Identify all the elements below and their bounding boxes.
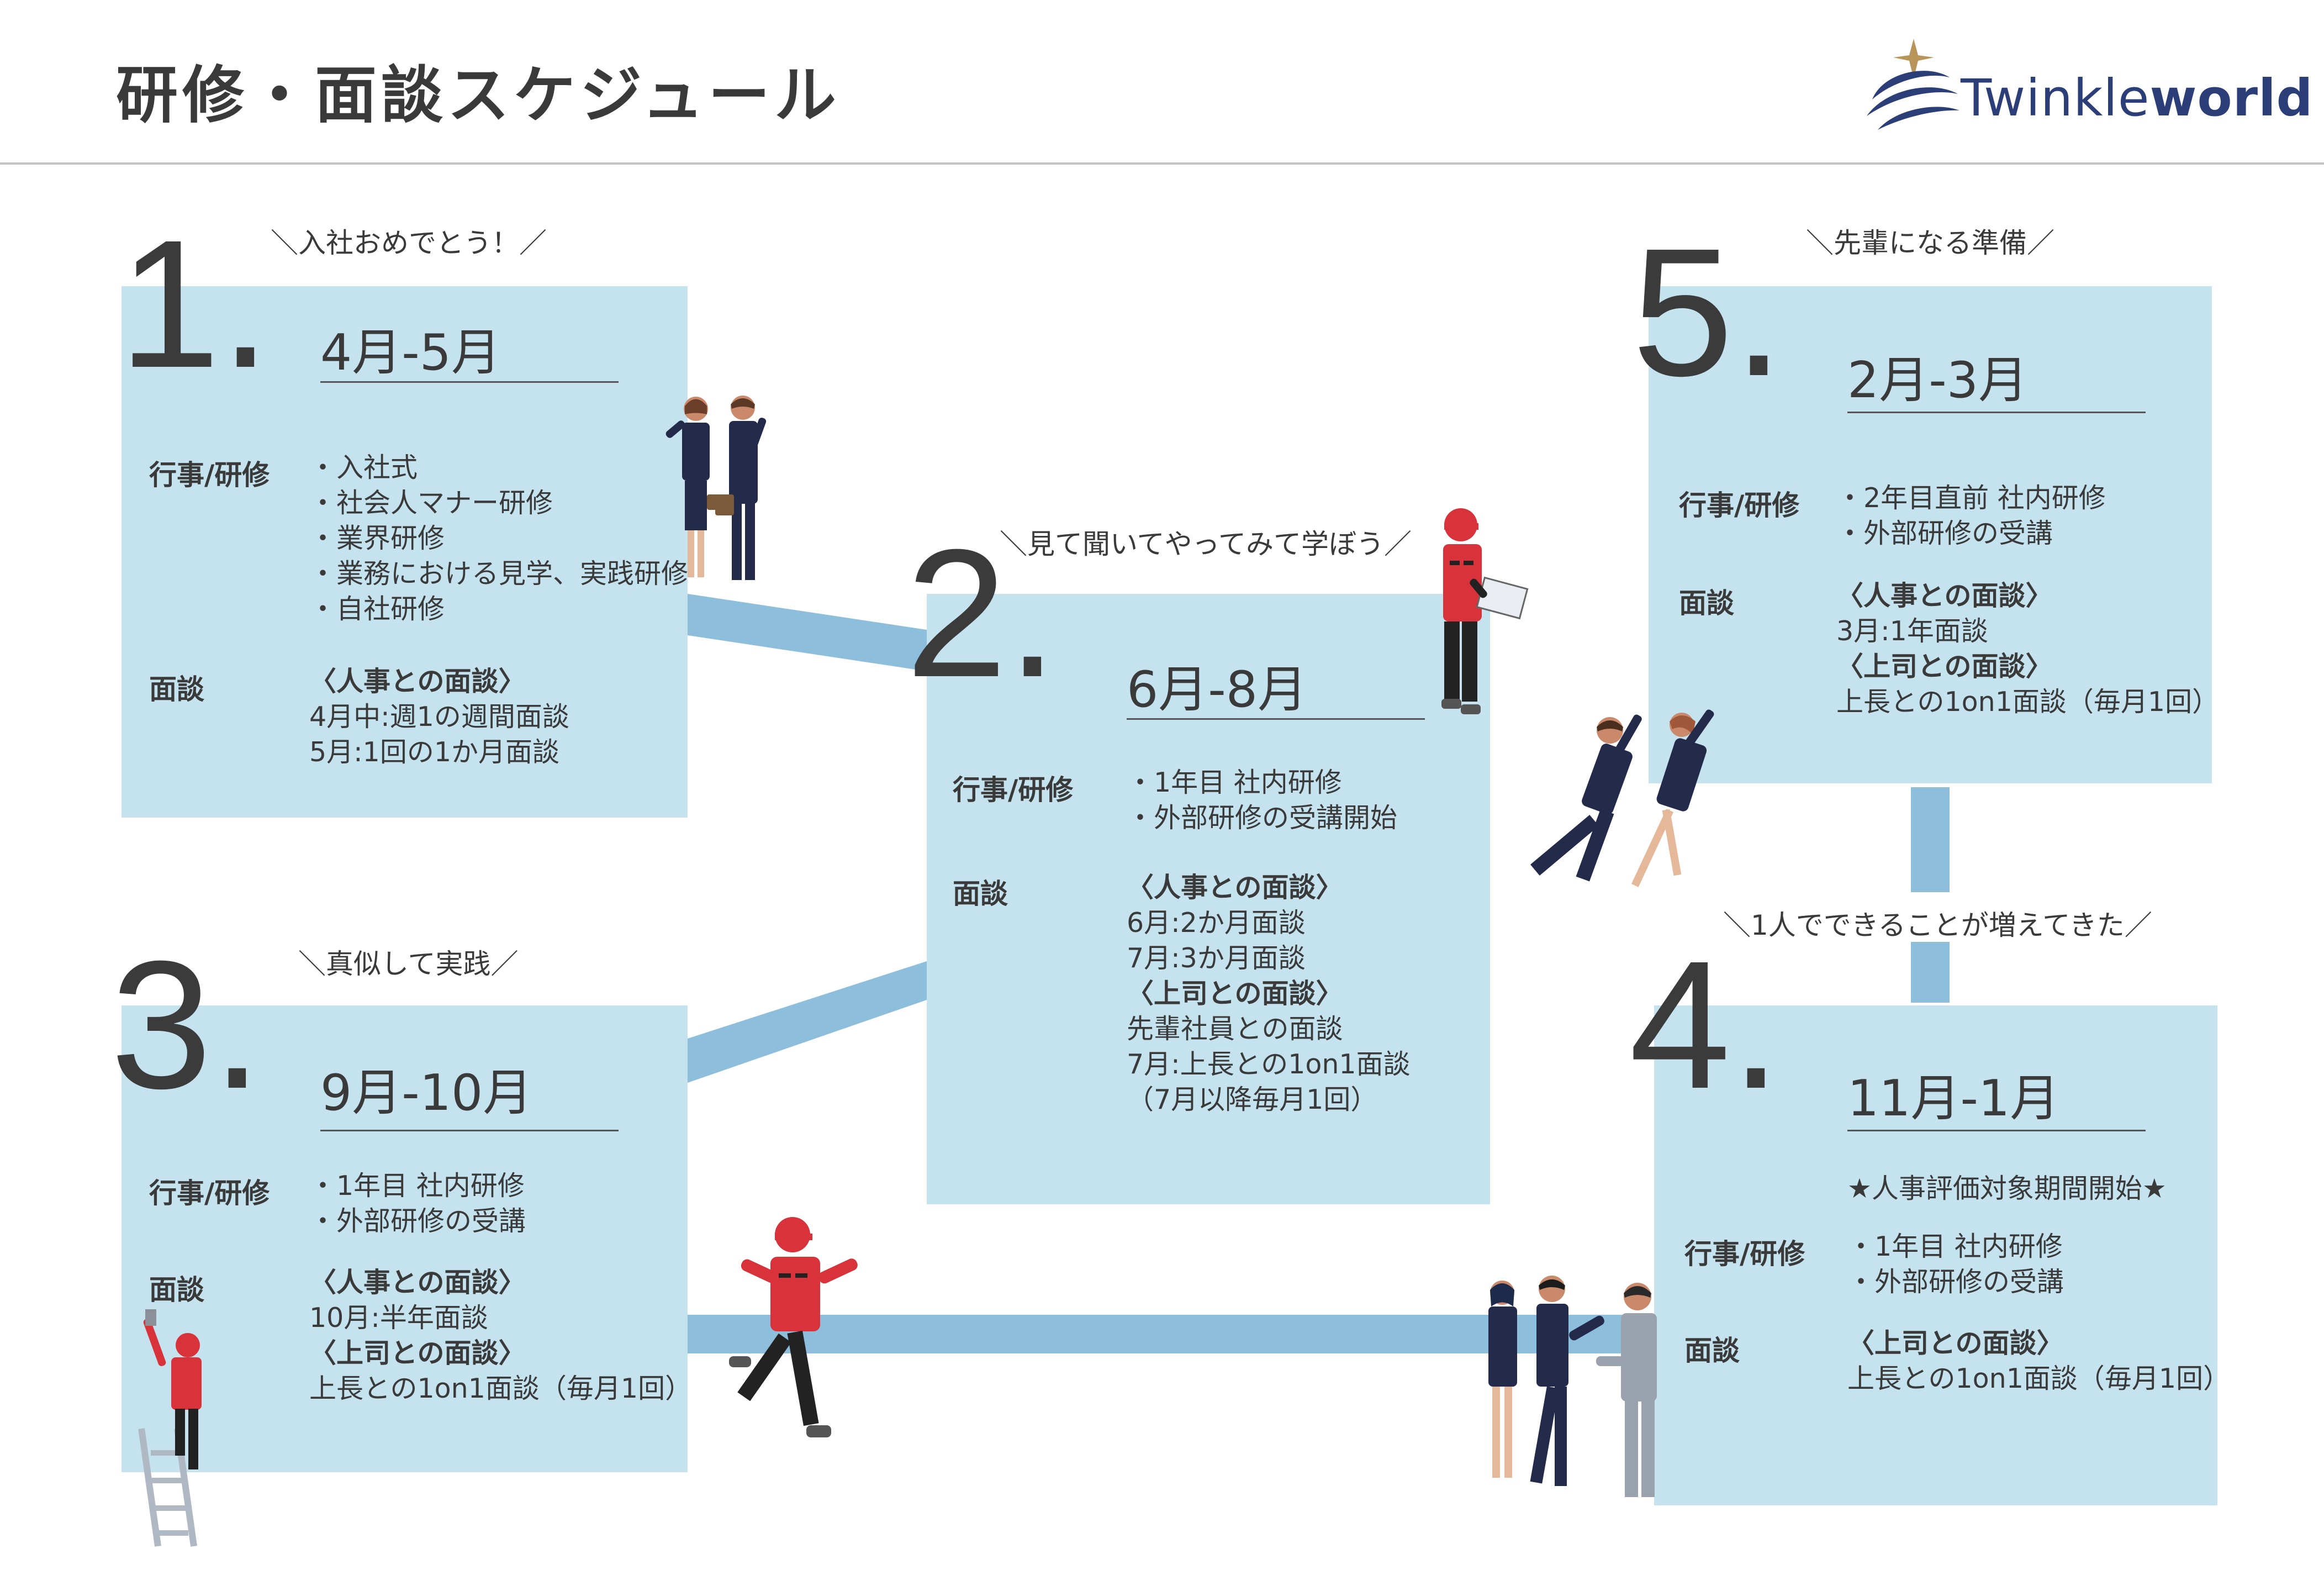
- step-1-interviews: 〈人事との面談〉 4月中:週1の週間面談 5月:1回の1か月面談: [309, 664, 569, 770]
- step-4-period: 11月-1月: [1847, 1070, 2060, 1128]
- step-1-period-underline: [320, 381, 619, 383]
- worker-running-icon: [729, 1217, 858, 1437]
- connector-4-5-upper: [1911, 787, 1950, 892]
- step-3-period-underline: [320, 1130, 619, 1131]
- interview-item: 4月中:週1の週間面談: [309, 701, 569, 733]
- step-4-number: 4.: [1629, 923, 1782, 1126]
- step-4-card: [1654, 1005, 2217, 1505]
- worker-with-clipboard-icon: [1441, 508, 1529, 714]
- step-1-interview-label: 面談: [149, 673, 204, 705]
- activity-item: ・外部研修の受講: [1847, 1266, 2064, 1298]
- activity-item: ・自社研修: [309, 593, 445, 625]
- step-2-activities: ・1年目 社内研修 ・外部研修の受講開始: [1127, 765, 1397, 836]
- step-5-period: 2月-3月: [1847, 351, 2028, 409]
- step-2-period: 6月-8月: [1127, 661, 1307, 719]
- interview-item: 5月:1回の1か月面談: [309, 736, 560, 768]
- interview-heading: 〈上司との面談〉: [1836, 651, 2053, 682]
- company-logo: [1861, 33, 2264, 138]
- activity-item: ・1年目 社内研修: [309, 1170, 525, 1202]
- step-5-period-underline: [1847, 412, 2146, 413]
- activity-item: ・業界研修: [309, 523, 445, 554]
- step-1-period: 4月-5月: [320, 324, 501, 382]
- step-3-activity-label: 行事/研修: [149, 1177, 270, 1209]
- activity-item: ・外部研修の受講: [1836, 518, 2053, 549]
- step-2-card: [927, 594, 1490, 1204]
- step-3-period: 9月-10月: [320, 1064, 533, 1122]
- activity-item: ・2年目直前 社内研修: [1836, 482, 2106, 514]
- step-2-period-underline: [1127, 718, 1425, 720]
- step-5-interview-label: 面談: [1679, 587, 1734, 619]
- step-4-activity-label: 行事/研修: [1684, 1238, 1805, 1270]
- step-5-interviews: 〈人事との面談〉 3月:1年面談 〈上司との面談〉 上長との1on1面談（毎月1…: [1836, 578, 2219, 720]
- interview-item: 先輩社員との面談: [1127, 1013, 1343, 1045]
- interview-item: 10月:半年面談: [309, 1302, 488, 1334]
- step-3-tagline: ＼真似して実践／: [298, 948, 519, 980]
- step-3-activities: ・1年目 社内研修 ・外部研修の受講: [309, 1168, 526, 1239]
- logo-wordmark: Twinkleworld: [1961, 69, 2314, 128]
- interview-item: 上長との1on1面談（毎月1回）: [1836, 686, 2220, 718]
- step-5-activity-label: 行事/研修: [1679, 489, 1800, 521]
- interview-item: 7月:3か月面談: [1127, 942, 1306, 974]
- activity-item: ・1年目 社内研修: [1847, 1231, 2063, 1262]
- page-title: 研修・面談スケジュール: [116, 60, 841, 131]
- interview-heading: 〈人事との面談〉: [309, 1267, 526, 1298]
- step-4-evaluation-notice: ★人事評価対象期間開始★: [1847, 1173, 2167, 1204]
- step-5-tagline: ＼先輩になる準備／: [1806, 227, 2054, 259]
- interview-heading: 〈上司との面談〉: [1847, 1327, 2064, 1359]
- new-employees-cheering-icon: [665, 396, 767, 580]
- logo-mark-icon: [1867, 39, 1959, 130]
- employees-jumping-icon: [1530, 709, 1714, 887]
- interview-item: 7月:上長との1on1面談: [1127, 1049, 1411, 1080]
- step-5-activities: ・2年目直前 社内研修 ・外部研修の受講: [1836, 481, 2106, 551]
- interview-item: 6月:2か月面談: [1127, 907, 1306, 939]
- interview-heading: 〈上司との面談〉: [309, 1337, 526, 1369]
- activity-item: ・1年目 社内研修: [1127, 767, 1342, 798]
- interview-item: 上長との1on1面談（毎月1回）: [1847, 1363, 2231, 1394]
- worker-on-ladder-icon: [138, 1309, 202, 1547]
- step-1-activities: ・入社式 ・社会人マナー研修 ・業界研修 ・業務における見学、実践研修 ・自社研…: [309, 450, 688, 627]
- interview-heading: 〈人事との面談〉: [1836, 580, 2053, 612]
- step-4-period-underline: [1847, 1130, 2146, 1131]
- step-3-card: [122, 1005, 688, 1472]
- step-4-activities: ・1年目 社内研修 ・外部研修の受講: [1847, 1229, 2064, 1300]
- business-handshake-icon: [1488, 1276, 1657, 1497]
- connector-4-5-lower: [1911, 942, 1950, 1003]
- step-2-activity-label: 行事/研修: [953, 774, 1074, 806]
- step-3-interview-label: 面談: [149, 1274, 204, 1306]
- step-5-number: 5.: [1632, 210, 1784, 414]
- step-5-card: [1649, 286, 2212, 783]
- activity-item: ・社会人マナー研修: [309, 487, 553, 519]
- step-2-interviews: 〈人事との面談〉 6月:2か月面談 7月:3か月面談 〈上司との面談〉 先輩社員…: [1127, 870, 1411, 1118]
- activity-item: ・入社式: [309, 452, 418, 483]
- step-1-activity-label: 行事/研修: [149, 459, 270, 491]
- interview-item: 3月:1年面談: [1836, 615, 1988, 647]
- interview-heading: 〈人事との面談〉: [309, 666, 526, 697]
- step-4-interviews: 〈上司との面談〉 上長との1on1面談（毎月1回）: [1847, 1326, 2230, 1397]
- step-4-interview-label: 面談: [1684, 1335, 1740, 1367]
- step-4-tagline: ＼1人でできることが増えてきた／: [1723, 909, 2152, 941]
- activity-item: ・業務における見学、実践研修: [309, 558, 689, 589]
- interview-heading: 〈人事との面談〉: [1127, 872, 1343, 903]
- interview-item: 上長との1on1面談（毎月1回）: [309, 1373, 693, 1404]
- step-2-interview-label: 面談: [953, 878, 1008, 910]
- step-2-number: 2.: [906, 511, 1058, 715]
- step-2-tagline: ＼見て聞いてやってみて学ぼう／: [1000, 528, 1412, 560]
- step-3-interviews: 〈人事との面談〉 10月:半年面談 〈上司との面談〉 上長との1on1面談（毎月…: [309, 1265, 692, 1406]
- step-3-number: 3.: [110, 923, 263, 1126]
- activity-item: ・外部研修の受講開始: [1127, 802, 1398, 834]
- header-divider: [0, 162, 2324, 165]
- interview-item: （7月以降毎月1回）: [1127, 1084, 1378, 1115]
- step-1-tagline: ＼入社おめでとう！／: [271, 227, 547, 259]
- step-1-card: [122, 286, 688, 818]
- activity-item: ・外部研修の受講: [309, 1205, 526, 1237]
- interview-heading: 〈上司との面談〉: [1127, 978, 1343, 1009]
- step-1-number: 1.: [119, 202, 271, 405]
